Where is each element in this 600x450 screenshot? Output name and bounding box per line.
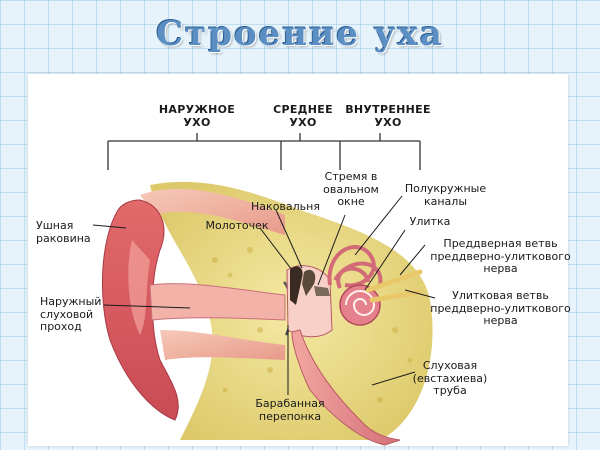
stapes-shape [314, 286, 330, 296]
label-eustachian-tube: Слуховая (евстахиева) труба [412, 359, 488, 397]
cochlea-shape [339, 284, 381, 326]
label-eardrum: Барабанная перепонка [255, 397, 325, 423]
malleus-shape [290, 266, 303, 305]
section-outer-ear: НАРУЖНОЕ УХО [158, 103, 236, 129]
label-cochlea: Улитка [409, 215, 451, 228]
leader-lines [92, 195, 436, 395]
label-vestibular-branch: Преддверная ветвь преддверно-улиткового … [430, 237, 571, 275]
ear-canal-shape [149, 283, 286, 321]
label-malleus: Молоточек [205, 219, 269, 232]
incus-shape [302, 269, 316, 296]
label-auricle: Ушная раковина [36, 219, 91, 245]
slide-title: Строение уха [156, 14, 444, 54]
skin-layer [140, 188, 285, 235]
section-inner-ear: ВНУТРЕННЕЕ УХО [345, 103, 431, 129]
label-semicircular-canals: Полукружные каналы [404, 182, 487, 208]
label-ear-canal: Наружный слуховой проход [40, 295, 102, 333]
label-cochlear-branch: Улитковая ветвь преддверно-улиткового не… [430, 289, 571, 327]
skin-lower [160, 330, 285, 360]
nerve-shape [365, 269, 423, 303]
label-stapes: Стремя в овальном окне [323, 170, 379, 208]
section-brackets [107, 133, 421, 170]
section-middle-ear: СРЕДНЕЕ УХО [273, 103, 333, 129]
label-incus: Наковальня [251, 200, 320, 213]
eustachian-tube-shape [291, 329, 401, 446]
auricle-inner [128, 240, 150, 335]
semicircular-canals-shape [327, 245, 383, 289]
